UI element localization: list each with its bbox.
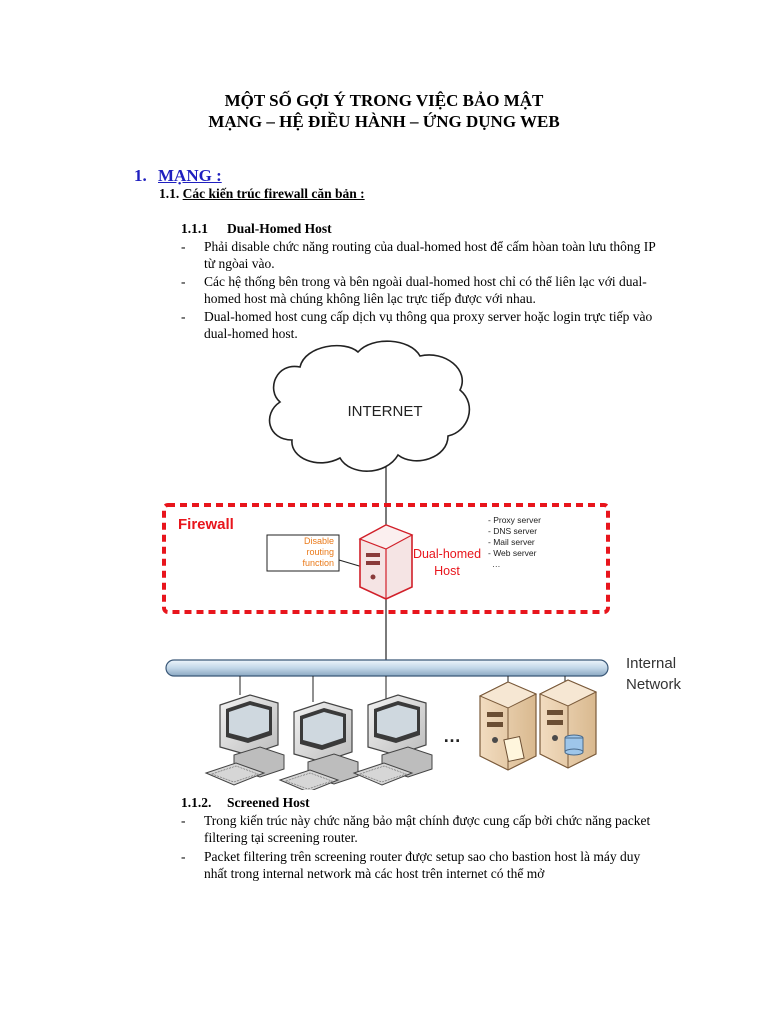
dual-homed-server-icon — [360, 525, 412, 599]
more-hosts-ellipsis: … — [443, 726, 461, 746]
server-icon — [480, 682, 536, 770]
internet-label: INTERNET — [348, 403, 423, 420]
host-label-line: Host — [434, 564, 460, 578]
service-item: … — [492, 559, 501, 569]
host-label-line: Dual-homed — [413, 547, 481, 561]
internal-network-cable — [166, 660, 608, 676]
bullet-dash: - — [181, 848, 186, 865]
disable-note-line: function — [302, 558, 334, 568]
workstation-icon — [280, 702, 358, 790]
workstation-icon — [206, 695, 284, 785]
workstation-icon — [354, 695, 432, 785]
network-label-line: Internal — [626, 655, 676, 672]
disable-note-line: routing — [306, 547, 334, 557]
bullet-item: - Trong kiến trúc này chức năng bảo mật … — [181, 812, 661, 846]
bullet-text: Packet filtering trên screening router đ… — [204, 848, 661, 882]
service-item: - DNS server — [488, 526, 537, 536]
bullet-item: - Packet filtering trên screening router… — [181, 848, 661, 882]
server-icon — [540, 680, 596, 768]
service-item: - Web server — [488, 548, 537, 558]
bullet-text: Trong kiến trúc này chức năng bảo mật ch… — [204, 812, 661, 846]
screened-heading: 1.1.2.Screened Host — [181, 795, 310, 811]
bullet-dash: - — [181, 812, 186, 829]
network-label-line: Network — [626, 676, 682, 693]
service-item: - Mail server — [488, 537, 535, 547]
disable-note-line: Disable — [304, 536, 334, 546]
firewall-label: Firewall — [178, 516, 234, 533]
screened-title: Screened Host — [227, 795, 310, 810]
screened-number: 1.1.2. — [181, 795, 227, 811]
dual-homed-diagram: INTERNET Firewall Disable routing functi… — [0, 0, 768, 790]
service-item: - Proxy server — [488, 515, 541, 525]
